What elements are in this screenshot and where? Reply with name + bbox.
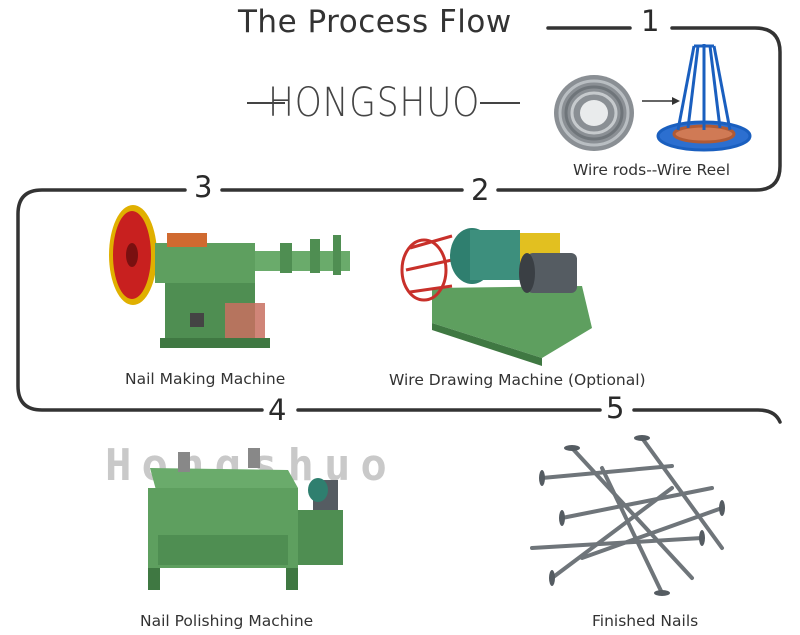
nail-polishing-machine-image [148,448,343,590]
label-nail-polishing: Nail Polishing Machine [140,612,314,630]
motor-icon [519,253,577,293]
wire-coil-icon [554,75,634,151]
step-number-5: 5 [606,391,625,425]
wire-coil-and-reel-image [554,44,752,152]
flow-line-top [496,26,782,192]
brand-logo: HONGSHUO [268,80,481,126]
arrow-icon [642,97,680,105]
step-number-2: 2 [471,173,490,207]
wire-drawing-machine-image [400,228,592,366]
flow-line-left [16,188,264,412]
finished-nails-image [530,435,725,596]
flow-line-end [632,408,782,424]
label-wire-rods: Wire rods--Wire Reel [573,161,731,179]
label-finished-nails: Finished Nails [592,612,699,630]
spool-cage-icon [400,234,453,302]
step-number-4: 4 [268,393,287,427]
label-nail-making: Nail Making Machine [125,370,286,388]
flywheel-icon [109,205,157,305]
wire-reel-icon [656,44,752,152]
label-wire-drawing: Wire Drawing Machine (Optional) [389,371,646,389]
nail-making-machine-image [109,205,350,348]
step-number-1: 1 [641,4,660,38]
page-title: The Process Flow [238,4,512,40]
step-number-3: 3 [194,170,213,204]
